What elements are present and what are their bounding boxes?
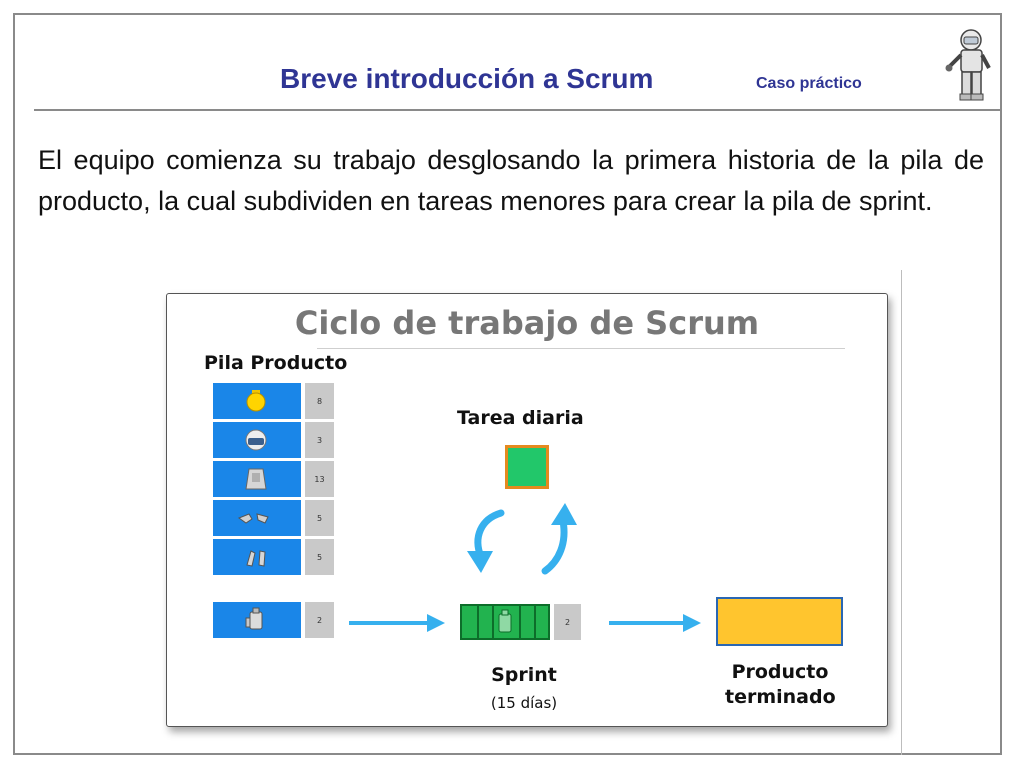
backlog-story-block — [213, 539, 301, 575]
lego-backpack-icon — [245, 607, 263, 630]
right-arrow-icon — [609, 614, 701, 632]
diagram-title-divider — [317, 348, 845, 349]
story-points: 5 — [305, 500, 334, 536]
sprint-duration: (15 días) — [490, 694, 558, 712]
right-arrow-icon — [349, 614, 445, 632]
backlog-item: 8 — [213, 383, 336, 419]
sprint-backlog-bar — [460, 604, 550, 640]
backlog-story-block — [213, 461, 301, 497]
slide-subtitle: Caso práctico — [756, 75, 862, 92]
daily-task-square — [505, 445, 549, 489]
story-points: 5 — [305, 539, 334, 575]
backlog-story-block — [213, 383, 301, 419]
backlog-story-block — [213, 500, 301, 536]
guide-line — [901, 270, 902, 755]
story-points: 13 — [305, 461, 334, 497]
intro-paragraph: El equipo comienza su trabajo desglosand… — [38, 145, 984, 216]
finished-product-box — [716, 597, 843, 646]
finished-product-label: Producto terminado — [715, 660, 845, 710]
lego-head-icon — [246, 390, 266, 412]
header-divider — [34, 109, 1000, 111]
story-points: 2 — [305, 602, 334, 638]
cycle-arrows-icon — [467, 503, 577, 575]
lego-torso-icon — [245, 468, 267, 490]
daily-task-label: Tarea diaria — [457, 407, 584, 429]
story-points: 8 — [305, 383, 334, 419]
finished-product-label-text: Producto terminado — [725, 661, 836, 708]
diagram-title: Ciclo de trabajo de Scrum — [294, 304, 760, 342]
lego-hands-icon — [237, 513, 269, 524]
slide-frame — [13, 13, 1002, 755]
story-points: 3 — [305, 422, 334, 458]
backlog-item: 3 — [213, 422, 336, 458]
selected-story-block — [213, 602, 301, 638]
lego-astronaut-minifigure-icon — [945, 29, 991, 101]
lego-helmet-icon — [245, 429, 267, 451]
lego-backpack-icon — [498, 609, 512, 633]
backlog-item: 13 — [213, 461, 336, 497]
sprint-points: 2 — [554, 604, 581, 640]
lego-legs-icon — [246, 550, 266, 567]
backlog-item: 5 — [213, 500, 336, 536]
backlog-item: 5 — [213, 539, 336, 575]
backlog-story-block — [213, 422, 301, 458]
product-backlog-label: Pila Producto — [204, 352, 348, 374]
sprint-label: Sprint — [491, 664, 557, 686]
scrum-cycle-diagram: Ciclo de trabajo de Scrum Pila Producto … — [166, 293, 888, 727]
selected-backlog-item: 2 — [213, 602, 336, 638]
slide-title: Breve introducción a Scrum — [280, 63, 654, 94]
